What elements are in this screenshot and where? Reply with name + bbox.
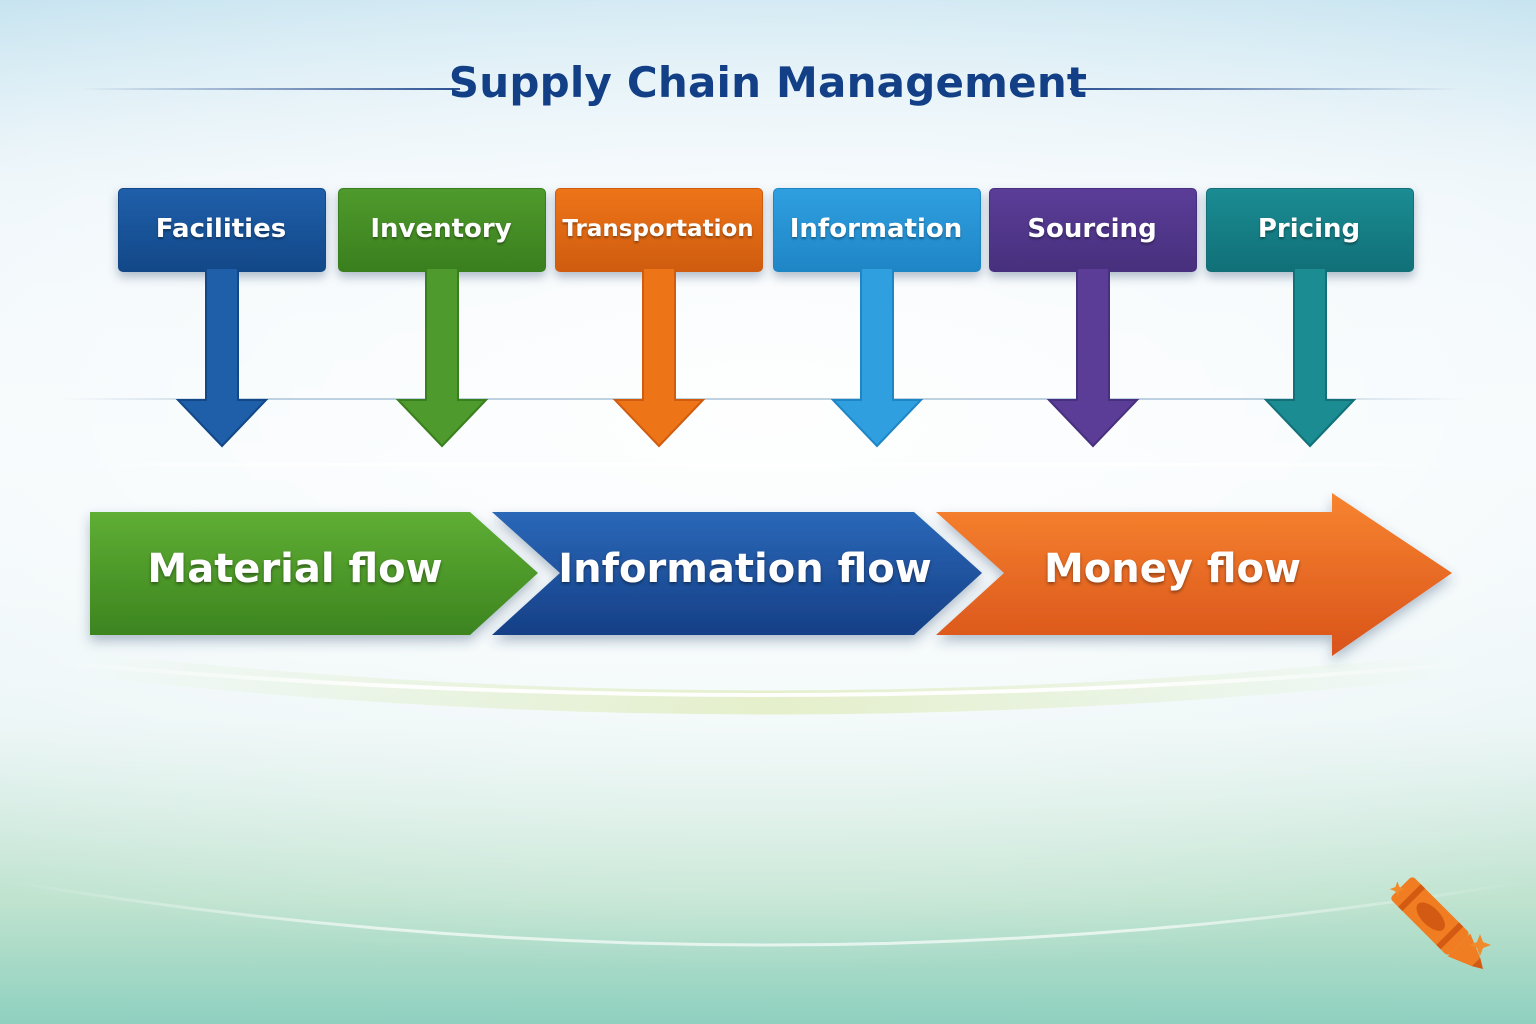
driver-box bbox=[555, 188, 763, 272]
driver-label: Information bbox=[789, 214, 963, 244]
page-title: Supply Chain Management bbox=[448, 58, 1088, 107]
driver-label: Facilities bbox=[155, 214, 287, 244]
material-flow-arrow bbox=[90, 512, 538, 635]
driver-inventory: Inventory bbox=[338, 188, 546, 448]
down-arrow-icon bbox=[830, 268, 924, 448]
driver-label: Inventory bbox=[370, 214, 512, 244]
driver-box bbox=[773, 188, 981, 272]
title-rule-left bbox=[80, 88, 460, 90]
down-arrow-icon bbox=[395, 268, 489, 448]
driver-label: Sourcing bbox=[1027, 214, 1157, 244]
information-flow-arrow bbox=[492, 512, 982, 635]
driver-pricing: Pricing bbox=[1206, 188, 1414, 448]
guide-line-highlight bbox=[60, 463, 1470, 466]
crayon-icon bbox=[1389, 877, 1491, 970]
driver-label: Transportation bbox=[562, 216, 754, 242]
money-flow-arrow bbox=[936, 493, 1452, 656]
driver-sourcing: Sourcing bbox=[989, 188, 1197, 448]
material-flow-label: Material flow bbox=[147, 546, 443, 592]
guide-line bbox=[60, 398, 1470, 400]
driver-box bbox=[1206, 188, 1414, 272]
down-arrow-icon bbox=[1263, 268, 1357, 448]
driver-information: Information bbox=[773, 188, 981, 448]
driver-box bbox=[118, 188, 326, 272]
information-flow-label: Information flow bbox=[558, 546, 932, 592]
driver-facilities: Facilities bbox=[118, 188, 326, 448]
down-arrow-icon bbox=[612, 268, 706, 448]
money-flow-label: Money flow bbox=[1044, 546, 1301, 592]
driver-box bbox=[989, 188, 1197, 272]
driver-transportation: Transportation bbox=[555, 188, 763, 448]
down-arrow-icon bbox=[1046, 268, 1140, 448]
driver-label: Pricing bbox=[1257, 214, 1361, 244]
title-rule-right bbox=[1070, 88, 1460, 90]
down-arrow-icon bbox=[175, 268, 269, 448]
